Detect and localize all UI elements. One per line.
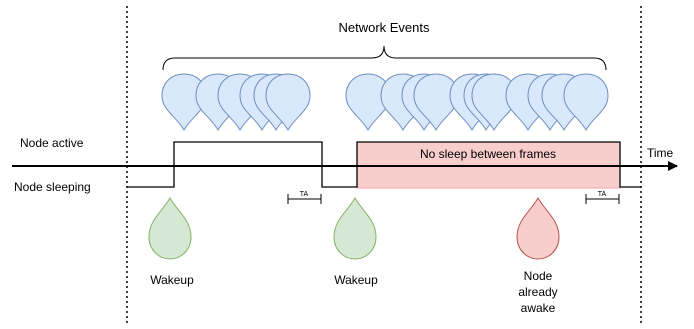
node-sleeping-label: Node sleeping	[14, 180, 91, 194]
marker-label-wakeup-1: Wakeup	[150, 273, 194, 287]
time-axis-label: Time	[647, 146, 674, 160]
no-sleep-label: No sleep between frames	[420, 147, 556, 161]
network-events-group	[161, 73, 609, 132]
marker-label-wakeup-2: Wakeup	[334, 273, 378, 287]
awake-drop-icon	[516, 196, 560, 260]
wakeup-drop-icon	[148, 196, 192, 260]
network-event-drop-icon	[265, 73, 311, 132]
ta-label-1: TA	[300, 191, 309, 198]
ta-interval-2: TA	[585, 191, 620, 204]
node-active-label: Node active	[20, 136, 84, 150]
ta-interval-1: TA	[287, 191, 322, 204]
events-brace	[162, 45, 607, 71]
network-event-drop-icon	[563, 73, 609, 132]
diagram-title: Network Events	[338, 20, 430, 35]
marker-label-awake-line-2: already	[518, 285, 557, 299]
ta-label-2: TA	[598, 191, 607, 198]
wakeup-drop-icon	[333, 196, 377, 260]
state-waveform	[127, 141, 641, 188]
marker-label-awake-line-1: Node	[524, 269, 553, 283]
marker-label-awake-line-3: awake	[521, 301, 556, 315]
